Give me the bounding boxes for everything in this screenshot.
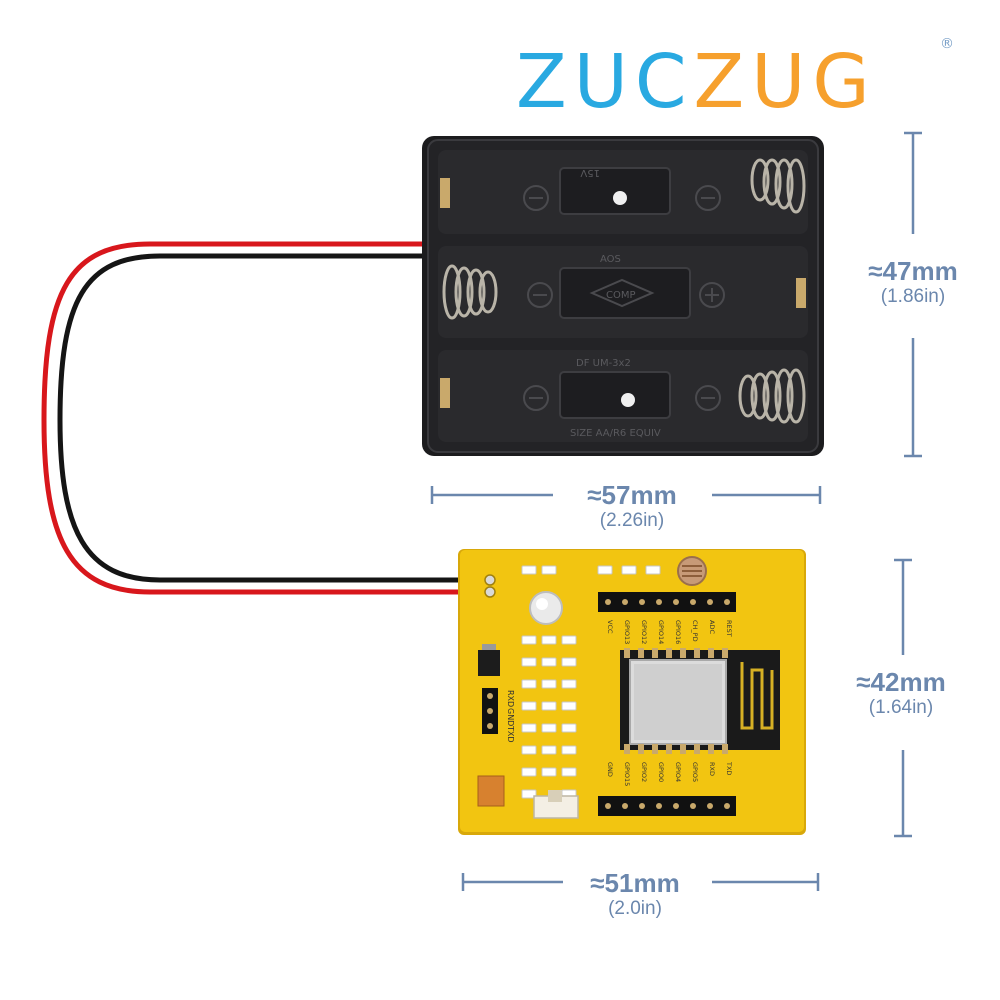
pin-label: CH_PD xyxy=(691,620,699,642)
voltage-regulator xyxy=(478,650,500,676)
bottom-pin-header xyxy=(598,796,736,816)
holder-height-label: ≈47mm (1.86in) xyxy=(838,256,988,308)
tantalum-capacitor xyxy=(477,775,505,807)
holder-width-mm: ≈57mm xyxy=(587,480,677,510)
battery-wires xyxy=(41,241,491,595)
board-width-mm: ≈51mm xyxy=(590,868,680,898)
pin-label: GPIO13 xyxy=(623,620,631,644)
pin-label: ADC xyxy=(708,620,716,634)
board-height-in: (1.64in) xyxy=(868,697,934,718)
pcb-antenna xyxy=(740,662,774,730)
flat-contact xyxy=(440,178,450,208)
spring-contact xyxy=(442,264,498,320)
flat-contact xyxy=(440,378,450,408)
holder-height-mm: ≈47mm xyxy=(868,256,958,286)
holder-text-15v: 15V xyxy=(580,167,600,178)
pin-label: GPIO0 xyxy=(657,762,665,782)
dimension-lines xyxy=(430,131,922,891)
board-width-label: ≈51mm (2.0in) xyxy=(560,868,710,920)
board-height-label: ≈42mm (1.64in) xyxy=(826,667,976,719)
holder-height-in: (1.86in) xyxy=(880,286,946,307)
photoresistor xyxy=(677,556,707,586)
holder-width-label: ≈57mm (2.26in) xyxy=(552,480,712,532)
battery-slot-2: COMP AOS xyxy=(438,246,808,338)
holder-width-in: (2.26in) xyxy=(599,510,665,531)
pin-label: REST xyxy=(725,620,733,637)
pin-label: GPIO15 xyxy=(623,762,631,786)
spring-contact xyxy=(750,158,806,214)
spring-contact xyxy=(738,368,806,424)
flat-contact xyxy=(796,278,806,308)
logo-text-zug: ZUG xyxy=(693,39,877,125)
red-wire xyxy=(41,241,491,595)
pin-label: GPIO12 xyxy=(640,620,648,644)
pin-label: GPIO2 xyxy=(640,762,648,782)
board-width-in: (2.0in) xyxy=(608,898,662,919)
holder-text-size: DF UM-3x2 xyxy=(576,358,631,369)
esp8266-test-board: RXD GND TXD VCC GPIO13 GPIO xyxy=(458,549,806,835)
holder-text-equiv: SIZE AA/R6 EQUIV xyxy=(570,428,661,439)
pin-label: GPIO14 xyxy=(657,620,665,644)
uart-label-gnd: GND xyxy=(506,708,515,726)
board-height-mm: ≈42mm xyxy=(856,667,946,697)
holder-text-comp: COMP xyxy=(606,290,636,301)
bottom-pin-labels: GND GPIO15 GPIO2 GPIO0 GPIO4 GPIO5 RXD T… xyxy=(606,761,733,786)
brand-logo: ZUCZUG xyxy=(516,42,877,122)
registered-mark: ® xyxy=(940,36,954,52)
esp8266-module xyxy=(620,648,780,754)
logo-text-zuc: ZUC xyxy=(516,39,694,125)
uart-header xyxy=(482,688,498,734)
holder-text-aos: AOS xyxy=(600,254,621,265)
power-switch xyxy=(533,790,579,819)
uart-label-rxd: RXD xyxy=(506,690,515,707)
battery-holder: 15V COMP AOS xyxy=(422,136,824,456)
pin-label: GPIO4 xyxy=(674,762,682,782)
battery-slot-1: 15V xyxy=(438,150,808,234)
pin-label: GPIO5 xyxy=(691,762,699,782)
battery-slot-3: DF UM-3x2 SIZE AA/R6 EQUIV xyxy=(438,350,808,442)
pin-label: RXD xyxy=(708,762,716,776)
pin-label: TXD xyxy=(725,761,733,775)
top-pin-header xyxy=(598,592,736,612)
pin-label: GND xyxy=(606,762,614,777)
top-pin-labels: VCC GPIO13 GPIO12 GPIO14 GPIO16 CH_PD AD… xyxy=(606,620,733,644)
uart-label-txd: TXD xyxy=(506,725,515,743)
pin-label: VCC xyxy=(606,620,614,634)
pin-label: GPIO16 xyxy=(674,620,682,644)
black-wire xyxy=(57,253,491,583)
